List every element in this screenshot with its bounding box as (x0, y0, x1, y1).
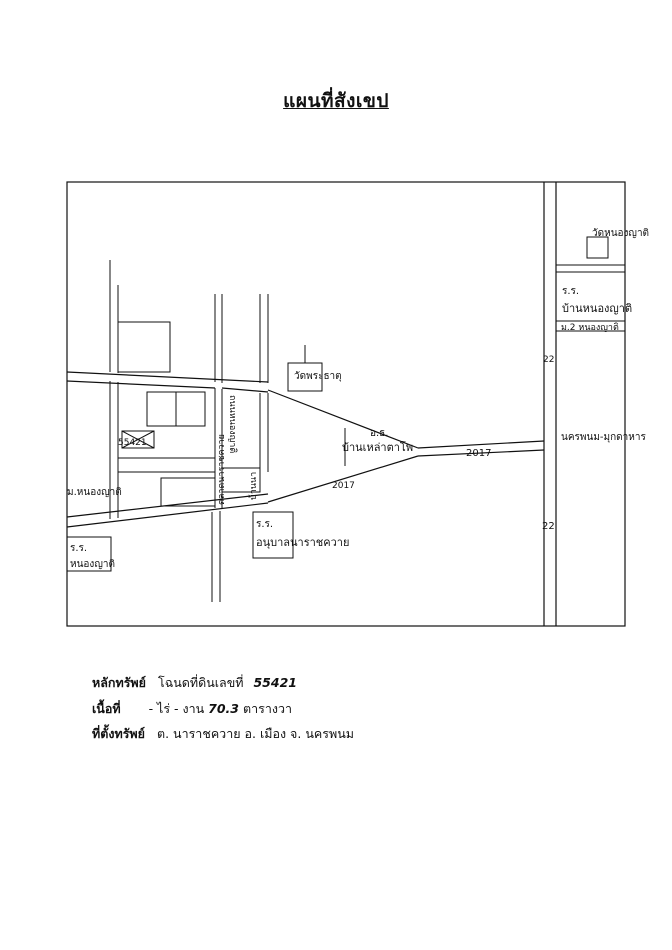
school-left-line1: ร.ร. (70, 543, 87, 554)
school-bottom-building (252, 511, 294, 559)
health-center-line1: อ.ธ. (370, 428, 388, 439)
subject-parcel (121, 430, 155, 449)
road-number-right-bottom: 22 (542, 521, 555, 532)
area-unit: ตารางวา (242, 701, 292, 716)
location-label: ที่ตั้งทรัพย์ (92, 726, 145, 741)
school-bottom-line1: ร.ร. (256, 519, 273, 530)
road-2017-top-edge (417, 440, 545, 449)
map-title: แผนที่สังเขป (283, 90, 389, 112)
area-wah: 70.3 (208, 701, 239, 716)
school-left-line2: หนองญาติ (70, 559, 115, 570)
school-top-right-line2: บ้านหนองญาติ (562, 302, 632, 315)
village-left-label: ม.หนองญาติ (67, 487, 122, 498)
market-label: ตลาดนาราชควาย (217, 434, 227, 505)
map-frame (66, 181, 626, 627)
school-bottom-line2: อนุบาลนาราชควาย (256, 536, 349, 549)
vertical-road-label: ถนนหนองญาติ (227, 395, 238, 453)
road-number-center: 2017 (466, 448, 491, 459)
asset-value: โฉนดที่ดินเลขที่ (157, 675, 244, 690)
area-value-rai: - ไร่ - งาน (148, 701, 205, 716)
road-number-right-top: 22 (543, 355, 554, 365)
road-2017-bottom-edge (417, 449, 545, 457)
asset-row: หลักทรัพย์ โฉนดที่ดินเลขที่ 55421 (92, 673, 297, 693)
school-top-right-line1: ร.ร. (562, 286, 579, 297)
city-right-label: นครพนม-มุกดาหาร (561, 432, 646, 443)
asset-label: หลักทรัพย์ (92, 675, 146, 690)
road-number-center-lower: 2017 (332, 481, 355, 491)
health-center-line2: บ้านเหล่าตาโพ (342, 440, 413, 454)
area-row: เนื้อที่ - ไร่ - งาน 70.3 ตารางวา (92, 699, 292, 719)
village-top-right-label: ม.2 หนองญาติ (561, 322, 619, 333)
temple-building (586, 236, 609, 259)
asset-number: 55421 (253, 675, 297, 690)
temple-upper-label: วัดพระธาตุ (294, 371, 342, 382)
location-value: ต. นาราชควาย อ. เมือง จ. นครพนม (156, 726, 354, 741)
parcel-number-label: 55421 (118, 438, 147, 448)
small-label: บ้านนา (248, 472, 259, 500)
area-label: เนื้อที่ (92, 701, 121, 716)
location-row: ที่ตั้งทรัพย์ ต. นาราชควาย อ. เมือง จ. น… (92, 724, 354, 744)
temple-top-right-label: วัดหนองญาติ (592, 228, 649, 239)
